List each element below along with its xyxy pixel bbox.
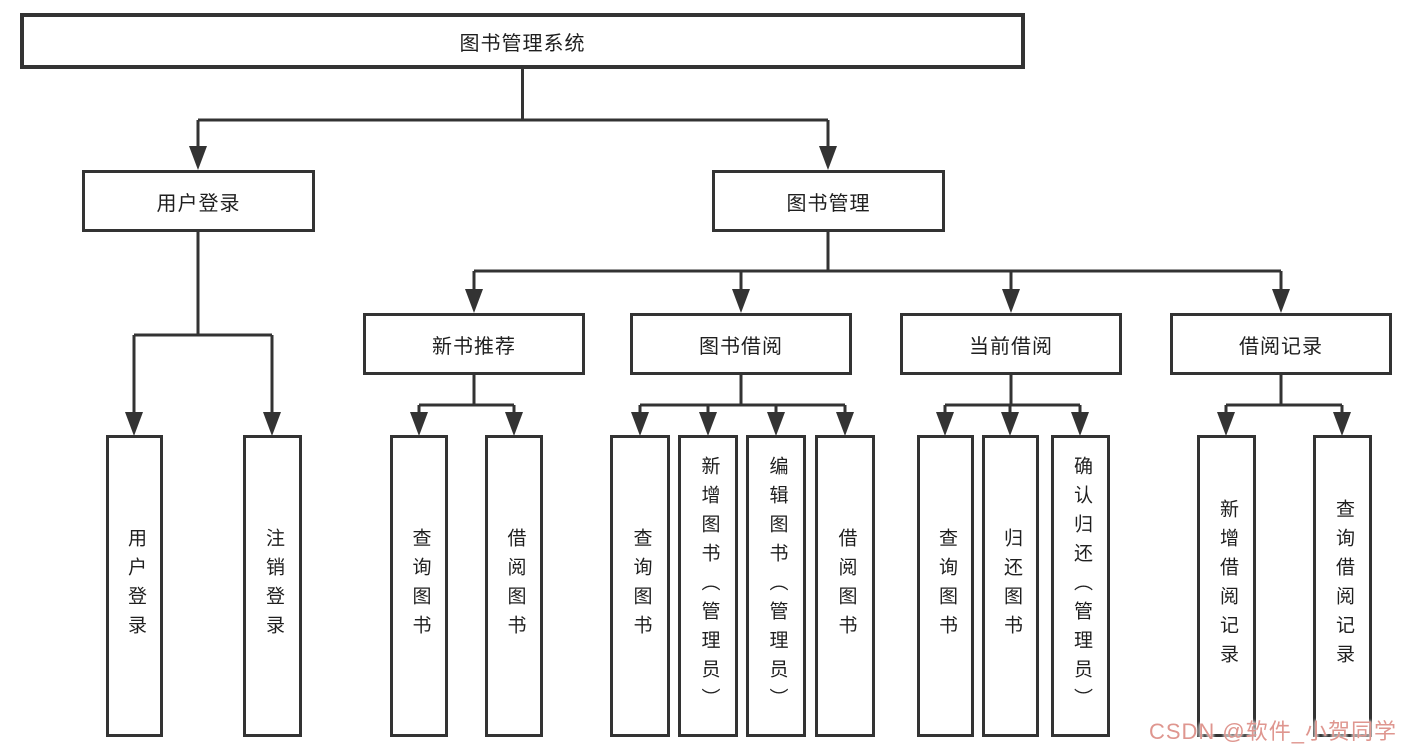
leaf-borrow-books: 借阅图书 bbox=[485, 435, 543, 737]
watermark: CSDN @软件_小贺同学 bbox=[1148, 719, 1397, 744]
leaf-add-borrow-record: 新增借阅记录 bbox=[1197, 435, 1256, 737]
leaf-query-books: 查询图书 bbox=[917, 435, 974, 737]
leaf-edit-books-admin: 编辑图书（管理员） bbox=[746, 435, 806, 737]
leaf-label: 确认归还（管理员） bbox=[1070, 455, 1092, 717]
leaf-label: 查询图书 bbox=[409, 528, 431, 644]
leaf-label: 用户登录 bbox=[124, 528, 146, 644]
leaf-label: 查询借阅记录 bbox=[1332, 499, 1354, 673]
leaf-query-books: 查询图书 bbox=[610, 435, 670, 737]
leaf-label: 新增借阅记录 bbox=[1216, 499, 1238, 673]
leaf-label: 新增图书（管理员） bbox=[698, 455, 720, 717]
leaf-label: 归还图书 bbox=[1000, 528, 1022, 644]
node-library-management-system: 图书管理系统 bbox=[20, 13, 1025, 69]
leaf-add-books-admin: 新增图书（管理员） bbox=[678, 435, 738, 737]
leaf-confirm-return-admin: 确认归还（管理员） bbox=[1051, 435, 1110, 737]
node-current-borrowing: 当前借阅 bbox=[900, 313, 1122, 375]
node-book-management: 图书管理 bbox=[712, 170, 945, 232]
leaf-label: 借阅图书 bbox=[504, 528, 526, 644]
leaf-label: 编辑图书（管理员） bbox=[766, 455, 788, 717]
leaf-query-borrow-record: 查询借阅记录 bbox=[1313, 435, 1372, 737]
node-new-book-recommend: 新书推荐 bbox=[363, 313, 585, 375]
leaf-borrow-books: 借阅图书 bbox=[815, 435, 875, 737]
leaf-label: 借阅图书 bbox=[835, 528, 857, 644]
leaf-query-books: 查询图书 bbox=[390, 435, 448, 737]
leaf-label: 查询图书 bbox=[630, 528, 652, 644]
node-user-login: 用户登录 bbox=[82, 170, 315, 232]
node-borrowing-records: 借阅记录 bbox=[1170, 313, 1392, 375]
leaf-logout: 注销登录 bbox=[243, 435, 302, 737]
leaf-return-books: 归还图书 bbox=[982, 435, 1039, 737]
leaf-label: 查询图书 bbox=[935, 528, 957, 644]
node-book-borrowing: 图书借阅 bbox=[630, 313, 852, 375]
leaf-user-login: 用户登录 bbox=[106, 435, 163, 737]
leaf-label: 注销登录 bbox=[262, 528, 284, 644]
